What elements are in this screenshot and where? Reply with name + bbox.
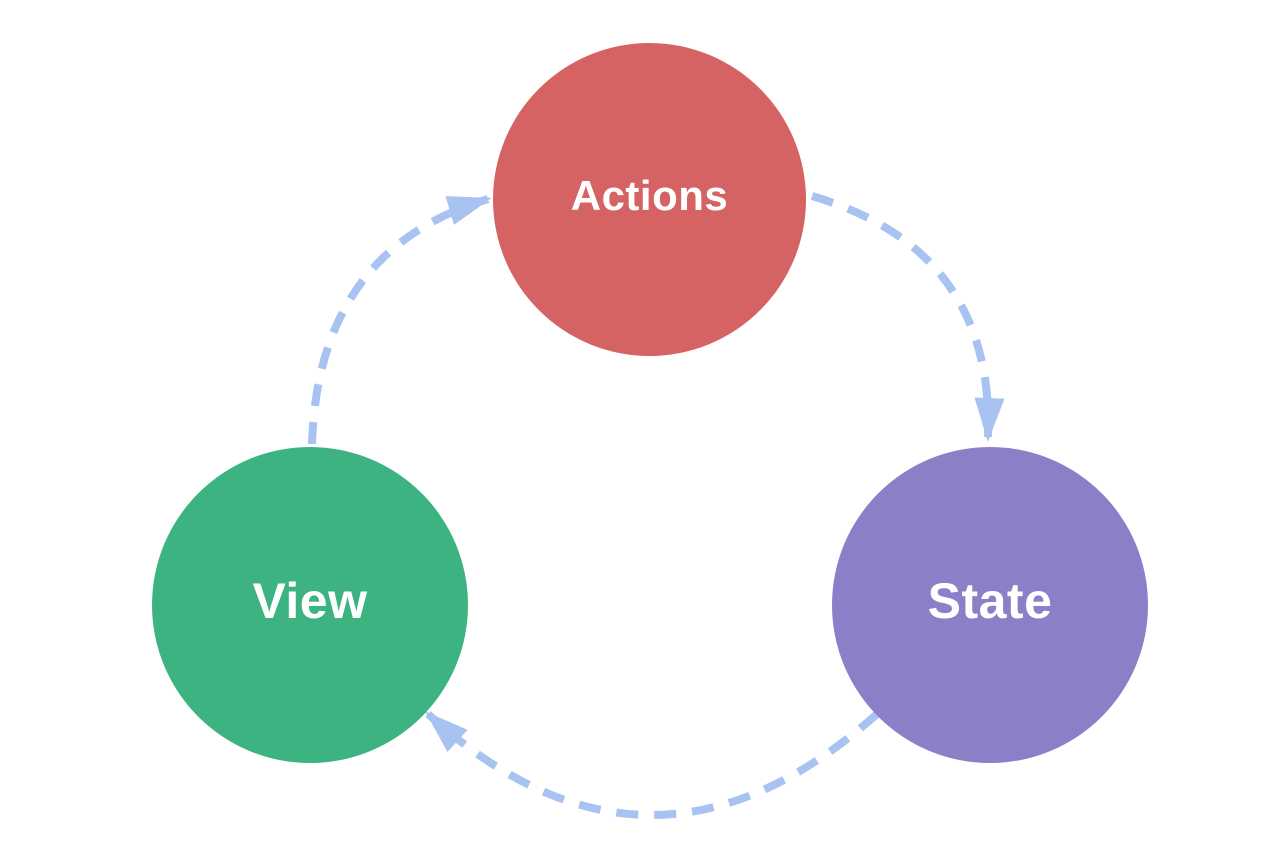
edge-actions-to-state-arrow <box>810 192 1005 442</box>
node-view-label: View <box>252 573 368 629</box>
edge-view-to-actions-arrow <box>308 195 492 445</box>
node-state: State <box>832 447 1148 763</box>
node-actions-label: Actions <box>570 171 729 219</box>
node-state-label: State <box>927 573 1053 629</box>
edge-state-to-view-arrow <box>425 711 880 819</box>
node-actions: Actions <box>493 43 806 356</box>
node-view: View <box>152 447 468 763</box>
